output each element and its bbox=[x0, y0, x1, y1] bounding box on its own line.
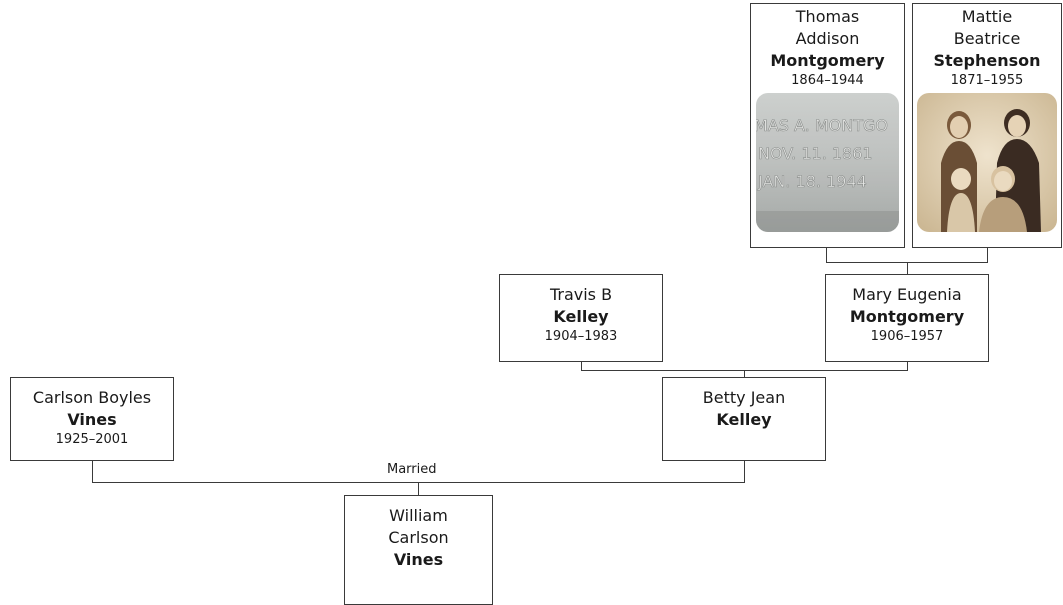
gravestone-text-line-1: MAS A. MONTGO bbox=[756, 116, 888, 135]
gravestone-photo: MAS A. MONTGO NOV. 11. 1861 JAN. 18. 194… bbox=[756, 93, 899, 232]
family-photo bbox=[917, 93, 1057, 232]
person-card-travis-kelley[interactable]: Travis B Kelley 1904–1983 bbox=[499, 274, 663, 362]
person-surname: Montgomery bbox=[849, 307, 965, 326]
connector-thomas bbox=[826, 248, 827, 262]
connector-mattie bbox=[987, 248, 988, 262]
connector-travis bbox=[581, 362, 582, 370]
person-given-name: Travis B bbox=[549, 285, 613, 304]
person-card-thomas-montgomery[interactable]: Thomas Addison Montgomery 1864–1944 MAS … bbox=[750, 3, 905, 248]
person-surname: Montgomery bbox=[770, 51, 885, 70]
person-given-name: Carlson Boyles bbox=[32, 388, 152, 407]
person-surname: Vines bbox=[67, 410, 117, 429]
person-card-mary-montgomery[interactable]: Mary Eugenia Montgomery 1906–1957 bbox=[825, 274, 989, 362]
person-card-betty-kelley[interactable]: Betty Jean Kelley bbox=[662, 377, 826, 461]
connector-to-william bbox=[418, 482, 419, 496]
person-given-name: Thomas Addison bbox=[795, 7, 860, 48]
person-surname: Stephenson bbox=[933, 51, 1041, 70]
person-card-mattie-stephenson[interactable]: Mattie Beatrice Stephenson 1871–1955 bbox=[912, 3, 1062, 248]
person-dates: 1864–1944 bbox=[791, 73, 864, 88]
person-card-carlson-vines[interactable]: Carlson Boyles Vines 1925–2001 bbox=[10, 377, 174, 461]
person-given-name: Betty Jean bbox=[702, 388, 786, 407]
person-dates: 1871–1955 bbox=[950, 73, 1024, 88]
person-given-name: William Carlson bbox=[388, 506, 449, 547]
connector-to-betty bbox=[744, 370, 745, 377]
person-dates: 1925–2001 bbox=[55, 432, 129, 447]
person-given-name: Mattie Beatrice bbox=[953, 7, 1021, 48]
person-dates: 1906–1957 bbox=[870, 329, 944, 344]
gravestone-text-line-3: JAN. 18. 1944 bbox=[757, 172, 867, 191]
connector-mary bbox=[907, 362, 908, 370]
person-surname: Kelley bbox=[553, 307, 609, 326]
person-card-william-vines[interactable]: William Carlson Vines bbox=[344, 495, 493, 605]
person-dates: 1904–1983 bbox=[544, 329, 618, 344]
person-surname: Kelley bbox=[716, 410, 772, 429]
married-label: Married bbox=[385, 462, 439, 477]
connector-carlson bbox=[92, 460, 93, 482]
person-surname: Vines bbox=[393, 550, 444, 569]
connector-to-mary bbox=[907, 262, 908, 275]
connector-betty bbox=[744, 460, 745, 482]
gravestone-text-line-2: NOV. 11. 1861 bbox=[758, 144, 873, 163]
person-given-name: Mary Eugenia bbox=[852, 285, 962, 304]
